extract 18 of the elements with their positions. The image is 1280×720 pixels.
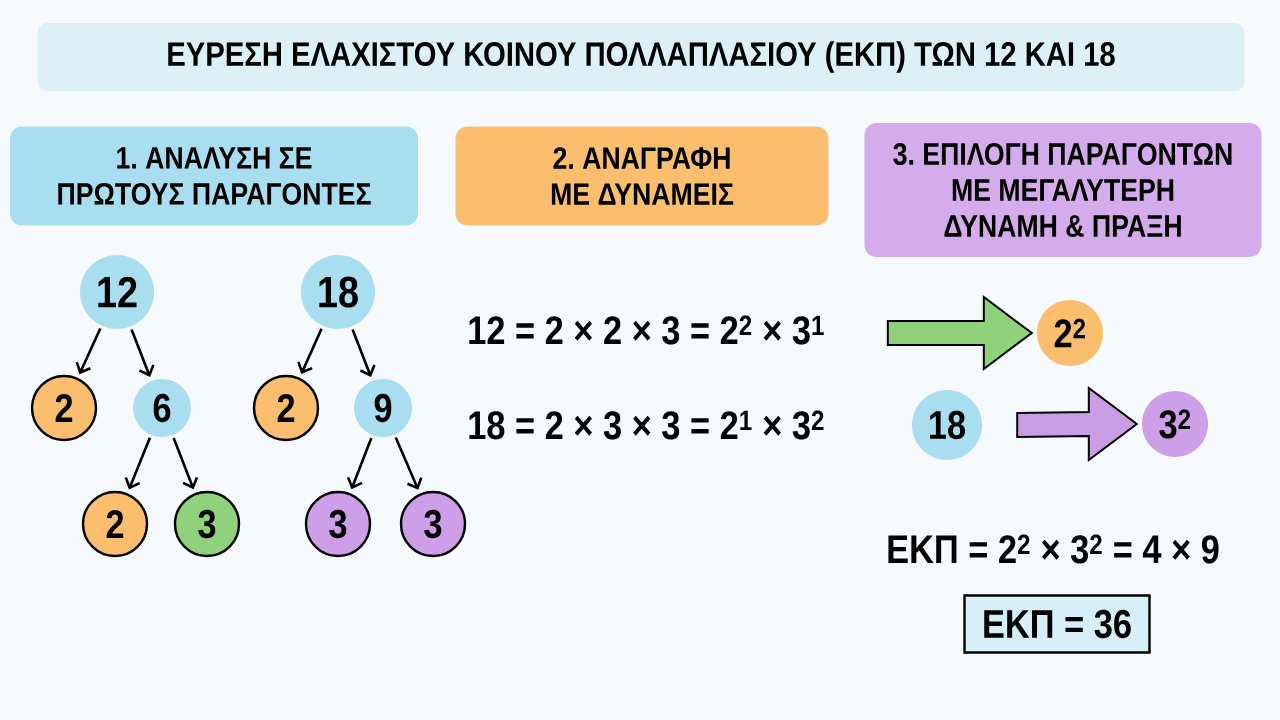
arrow (124, 437, 152, 490)
equation: 12 = 2 × 2 × 3 = 2$^{2}$ × 3$^{1}$ (469, 315, 824, 345)
block-arrow (1016, 386, 1139, 462)
arrow (130, 329, 155, 378)
header-box: 3. ΕΠΙΛΟΓΗ ΠΑΡΑΓΟΝΤΩΝ ΜΕ ΜΕΓΑΛΥΤΕΡΗ ΔΥΝΑΜΗ & ΠΡΑΞΗ (864, 123, 1262, 257)
equation: ΕΚΠ = 2$^{2}$ × 3$^{2}$ = 4 × 9 (888, 534, 1219, 564)
result-box: ΕΚΠ = 36 (963, 594, 1151, 654)
title-banner: ΕΥΡΕΣΗ ΕΛΑΧΙΣΤΟΥ ΚΟΙΝΟΥ ΠΟΛΛΑΠΛΑΣΙΟΥ (ΕΚΠ) ΤΩΝ 12 ΚΑΙ 18 (37, 23, 1245, 91)
arrow (346, 437, 373, 490)
header-box: 1. ΑΝΑΛΥΣΗ ΣΕ ΠΡΩΤΟΥΣ ΠΑΡΑΓΟΝΤΕΣ (10, 126, 418, 226)
arrow (172, 437, 199, 490)
arrow (394, 437, 423, 490)
equation: 18 = 2 × 3 × 3 = 2$^{1}$ × 3$^{2}$ (469, 410, 824, 440)
arrow (351, 329, 376, 378)
header-box: 2. ΑΝΑΓΡΑΦΗ ΜΕ ΔΥΝΑΜΕΙΣ (455, 126, 829, 226)
arrow (297, 328, 323, 375)
block-arrow (886, 295, 1034, 371)
arrow (75, 328, 102, 375)
